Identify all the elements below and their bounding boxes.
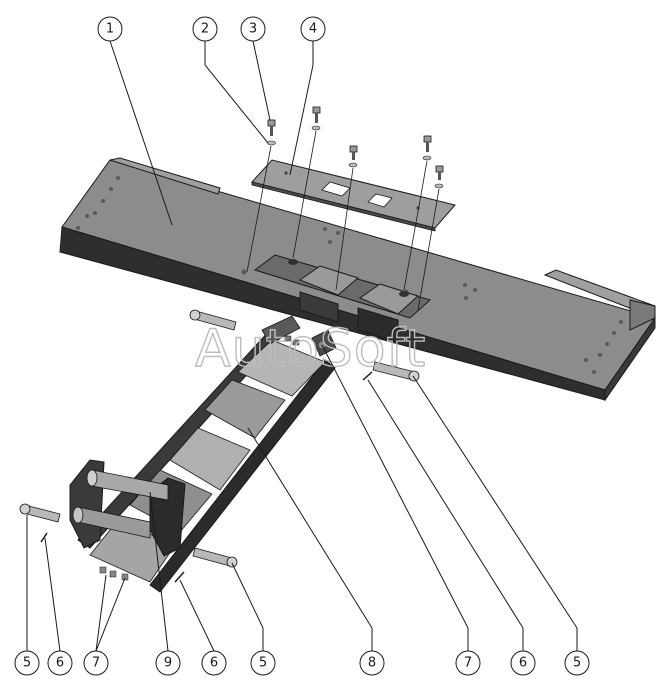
bolt [417,165,444,311]
pin [362,361,420,382]
callout: 4 [300,16,326,42]
svg-text:9: 9 [164,656,172,671]
svg-text:7: 7 [464,656,472,671]
svg-text:5: 5 [573,656,581,671]
bolt [335,145,358,291]
svg-text:6: 6 [56,656,64,671]
svg-text:5: 5 [259,656,267,671]
bolt [403,135,432,291]
watermark: AutoSoft [195,319,426,379]
callout: 3 [240,16,266,42]
svg-text:6: 6 [210,656,218,671]
callout: 5 [564,650,590,676]
svg-text:5: 5 [23,656,31,671]
callouts: 1 2 3 4 5 6 7 9 6 5 8 7 6 5 [14,16,590,676]
leader-lines [26,40,578,652]
callout: 9 [155,650,181,676]
svg-text:8: 8 [368,656,376,671]
svg-text:4: 4 [309,22,317,37]
callout: 1 [97,16,123,42]
bolt [246,119,276,273]
svg-text:6: 6 [519,656,527,671]
pin [19,503,61,543]
callout: 7 [455,650,481,676]
main-plate [59,157,656,402]
callout: 6 [201,650,227,676]
svg-text:3: 3 [249,22,257,37]
pins [19,309,420,583]
svg-text:1: 1 [106,22,114,37]
callout: 5 [14,650,40,676]
bolt [292,106,321,259]
pin [189,309,237,331]
cover-plate [251,159,456,232]
bolts-top [246,106,444,311]
callout: 2 [192,16,218,42]
callout: 6 [510,650,536,676]
callout: 5 [250,650,276,676]
hitch-bracket [69,459,186,581]
svg-text:2: 2 [201,22,209,37]
svg-text:7: 7 [92,656,100,671]
callout: 8 [359,650,385,676]
callout: 7 [83,650,109,676]
pin [174,547,238,583]
callout: 6 [47,650,73,676]
